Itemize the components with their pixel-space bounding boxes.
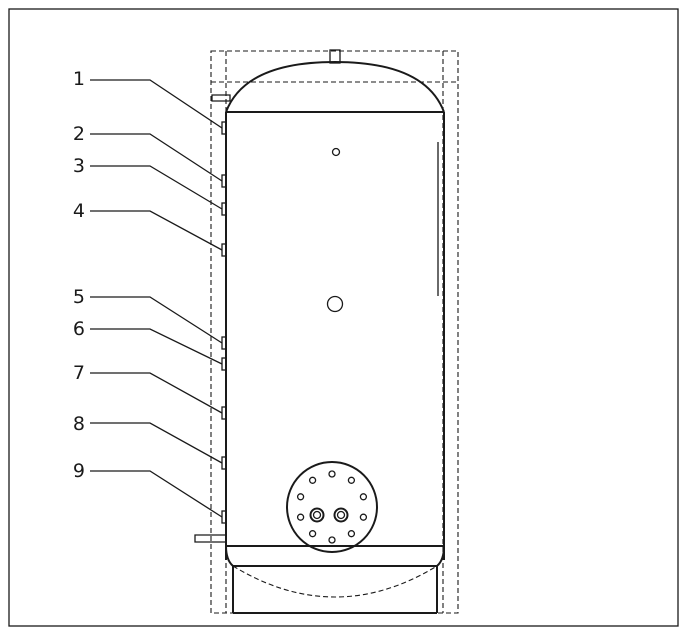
callout-label-6: 6 xyxy=(73,318,85,340)
callout-leader-1 xyxy=(90,79,223,129)
connection-port-3 xyxy=(221,202,227,216)
medium-nozzle xyxy=(326,295,344,313)
upper-side-pipe xyxy=(211,94,231,102)
callout-leader-8 xyxy=(90,422,223,464)
flange-pipe-nozzle-1 xyxy=(312,510,322,520)
callouts: 1 2 3 4 5 6 7 8 9 xyxy=(73,68,227,524)
inspection-flange xyxy=(286,461,378,553)
connection-port-4 xyxy=(221,243,227,257)
callout-leader-5 xyxy=(90,296,223,344)
callout-label-2: 2 xyxy=(73,123,85,145)
flange-pipe-nozzle-1 xyxy=(309,507,325,523)
callout-label-3: 3 xyxy=(73,155,85,177)
callout-leader-2 xyxy=(90,133,223,182)
flange-bolt-hole xyxy=(308,530,317,538)
flange-pipe-nozzle-2 xyxy=(333,507,349,523)
flange-bolt-hole xyxy=(347,476,356,484)
flange-bolt-hole xyxy=(328,536,336,544)
callout-leader-9 xyxy=(90,470,223,518)
callout-label-1: 1 xyxy=(73,68,85,90)
flange-bolt-hole xyxy=(296,493,305,501)
connection-port-9 xyxy=(221,510,227,524)
connection-port-6 xyxy=(221,357,227,371)
connection-port-2 xyxy=(221,174,227,188)
lower-side-pipe xyxy=(194,534,227,543)
flange-bolt-hole xyxy=(359,493,368,501)
connection-port-8 xyxy=(221,456,227,470)
callout-leader-3 xyxy=(90,165,223,210)
dashed-enclosure xyxy=(210,50,459,614)
flange-bolt-hole xyxy=(347,530,356,538)
callout-label-4: 4 xyxy=(73,200,85,222)
top-vent-connection xyxy=(329,49,341,64)
flange-bolt-hole xyxy=(308,476,317,484)
diagram-frame xyxy=(8,8,679,627)
tank-base xyxy=(232,566,438,614)
small-nozzle xyxy=(331,147,341,157)
connection-port-1 xyxy=(221,121,227,135)
connection-port-7 xyxy=(221,406,227,420)
callout-leader-7 xyxy=(90,372,223,414)
flange-bolt-hole xyxy=(296,513,305,521)
callout-label-5: 5 xyxy=(73,286,85,308)
callout-leader-6 xyxy=(90,328,223,365)
tank-body xyxy=(225,60,445,567)
flange-pipe-nozzle-2 xyxy=(336,510,346,520)
callout-label-7: 7 xyxy=(73,362,85,384)
flange-bolt-hole xyxy=(328,470,336,478)
connection-port-5 xyxy=(221,336,227,350)
callout-label-8: 8 xyxy=(73,413,85,435)
callout-leader-4 xyxy=(90,210,223,251)
callout-label-9: 9 xyxy=(73,460,85,482)
flange-bolt-hole xyxy=(359,513,368,521)
